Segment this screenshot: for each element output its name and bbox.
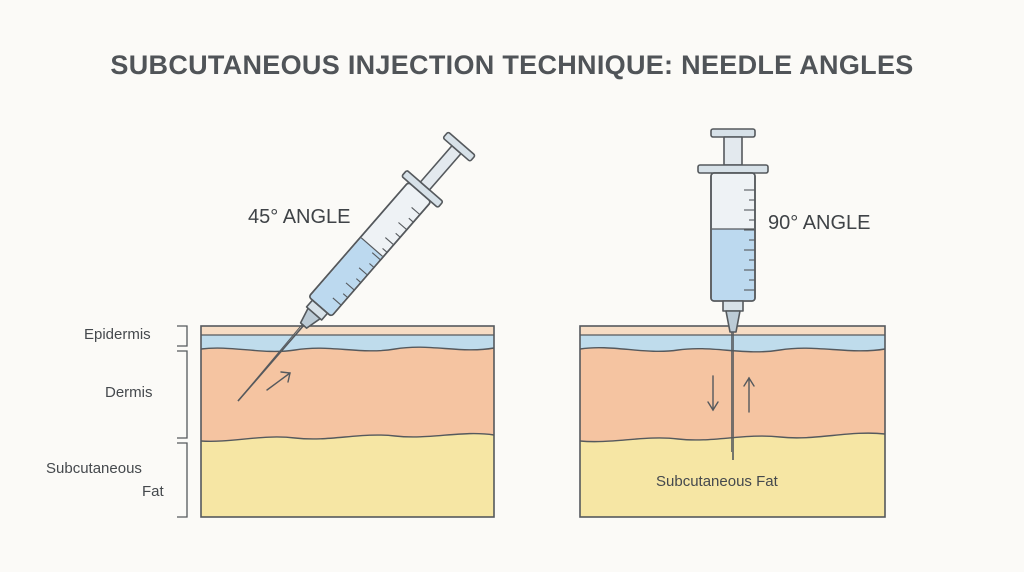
label-subcutaneous-fat-right: Subcutaneous Fat	[656, 473, 778, 490]
arrow-withdraw-90	[743, 376, 755, 413]
skin-block-left	[200, 325, 495, 518]
label-subcutaneous-line1: Subcutaneous	[46, 460, 142, 477]
syringe-45-degree	[237, 131, 476, 402]
syringe-90-degree	[697, 128, 769, 460]
arrow-insert-45	[266, 371, 291, 391]
layer-brackets	[177, 325, 188, 518]
label-dermis: Dermis	[105, 384, 153, 401]
angle-label-90: 90° ANGLE	[768, 212, 871, 234]
angle-label-45: 45° ANGLE	[248, 206, 351, 228]
arrow-insert-90	[707, 375, 719, 412]
label-epidermis: Epidermis	[84, 326, 151, 343]
diagram-title: SUBCUTANEOUS INJECTION TECHNIQUE: NEEDLE…	[110, 50, 914, 80]
label-subcutaneous-line2: Fat	[142, 483, 164, 500]
